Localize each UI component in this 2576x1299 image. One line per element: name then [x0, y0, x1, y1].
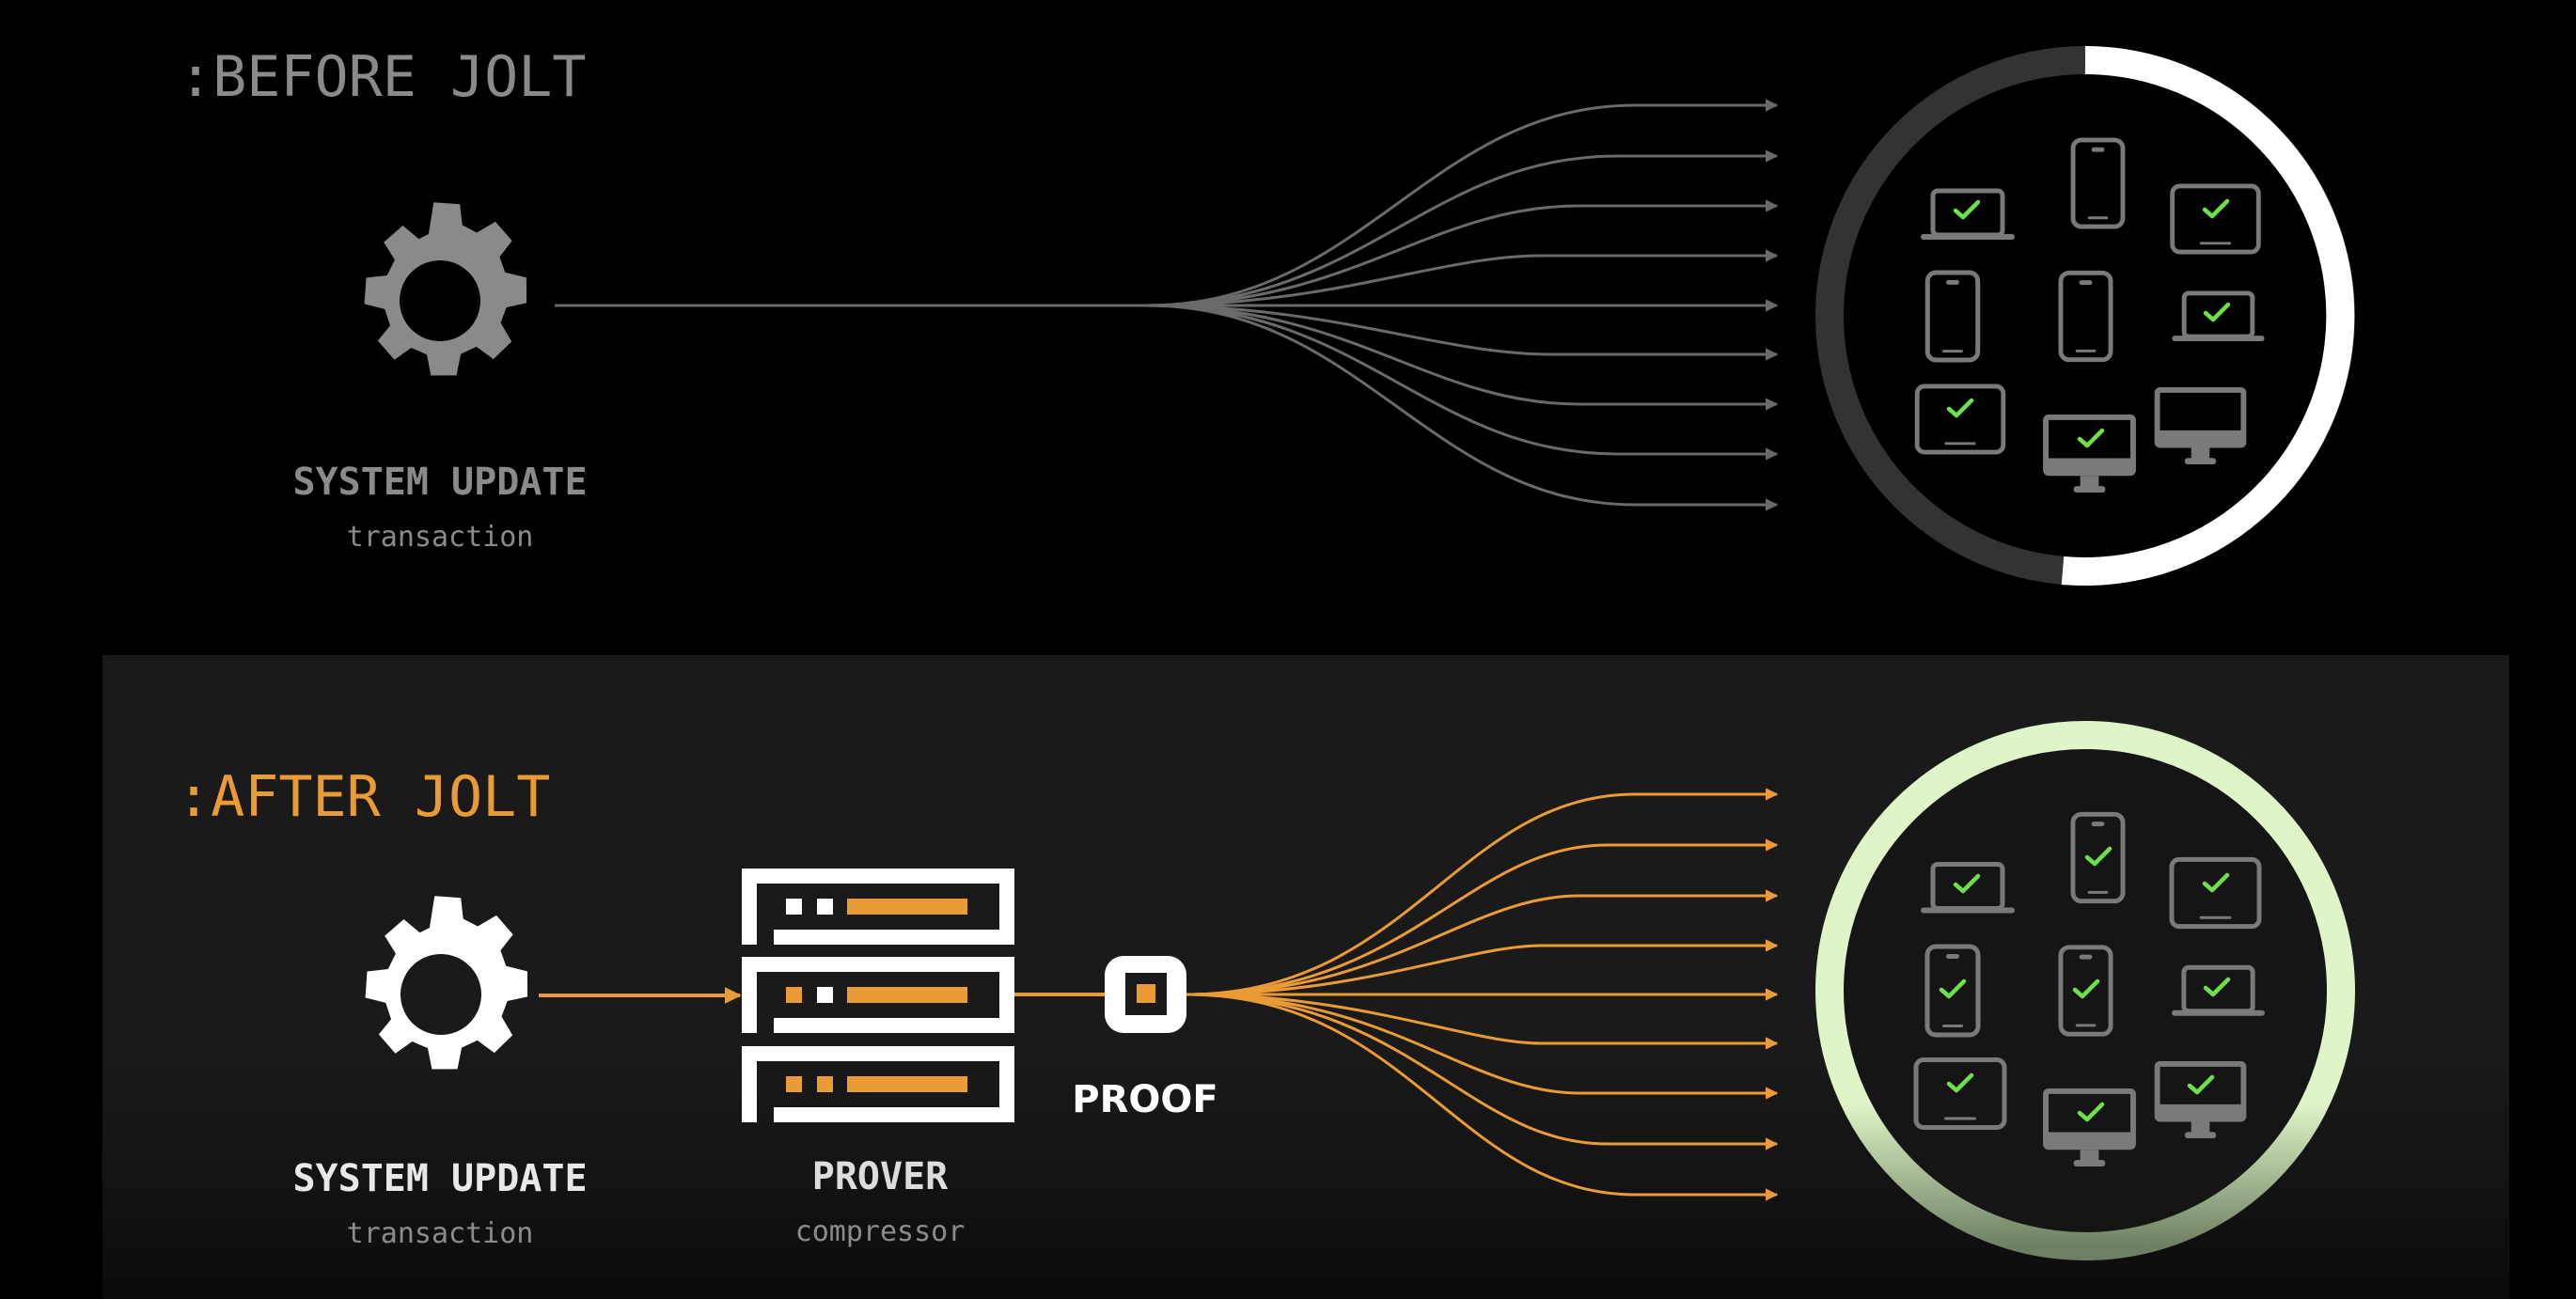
desktop-icon — [2043, 415, 2136, 493]
tablet-icon — [2173, 186, 2259, 252]
after-transaction-label: transaction — [346, 1217, 534, 1250]
check-icon — [2080, 430, 2102, 446]
tablet-icon — [1917, 386, 2003, 452]
compressor-label: compressor — [794, 1215, 966, 1248]
before-devices — [1917, 140, 2264, 493]
laptop-icon — [2172, 293, 2264, 341]
before-device-ring — [1815, 46, 2355, 586]
before-jolt-title: :BEFORE JOLT — [179, 44, 587, 110]
after-jolt-title: :AFTER JOLT — [177, 764, 551, 830]
after-fanout-lines — [1186, 788, 1779, 1201]
check-icon — [1956, 202, 1978, 217]
desktop-icon — [2154, 387, 2247, 465]
laptop-icon — [1921, 191, 2015, 240]
prover-label: PROVER — [811, 1155, 949, 1198]
check-icon — [2205, 201, 2227, 216]
after-gear-icon — [360, 891, 535, 1076]
proof-chip-icon — [1105, 956, 1186, 1033]
proof-label: PROOF — [1072, 1078, 1218, 1121]
before-transaction-label: transaction — [346, 521, 534, 554]
check-icon — [1949, 400, 1971, 415]
check-icon — [2206, 305, 2228, 320]
phone-icon — [2061, 273, 2111, 359]
before-system-update-label: SYSTEM UPDATE — [292, 461, 588, 504]
before-gear-icon — [359, 197, 534, 383]
after-system-update-label: SYSTEM UPDATE — [292, 1157, 588, 1200]
prover-server-rack-icon — [742, 869, 1014, 1122]
phone-icon — [1927, 273, 1977, 360]
before-fanout-lines — [555, 99, 1779, 511]
phone-icon — [2073, 140, 2123, 227]
